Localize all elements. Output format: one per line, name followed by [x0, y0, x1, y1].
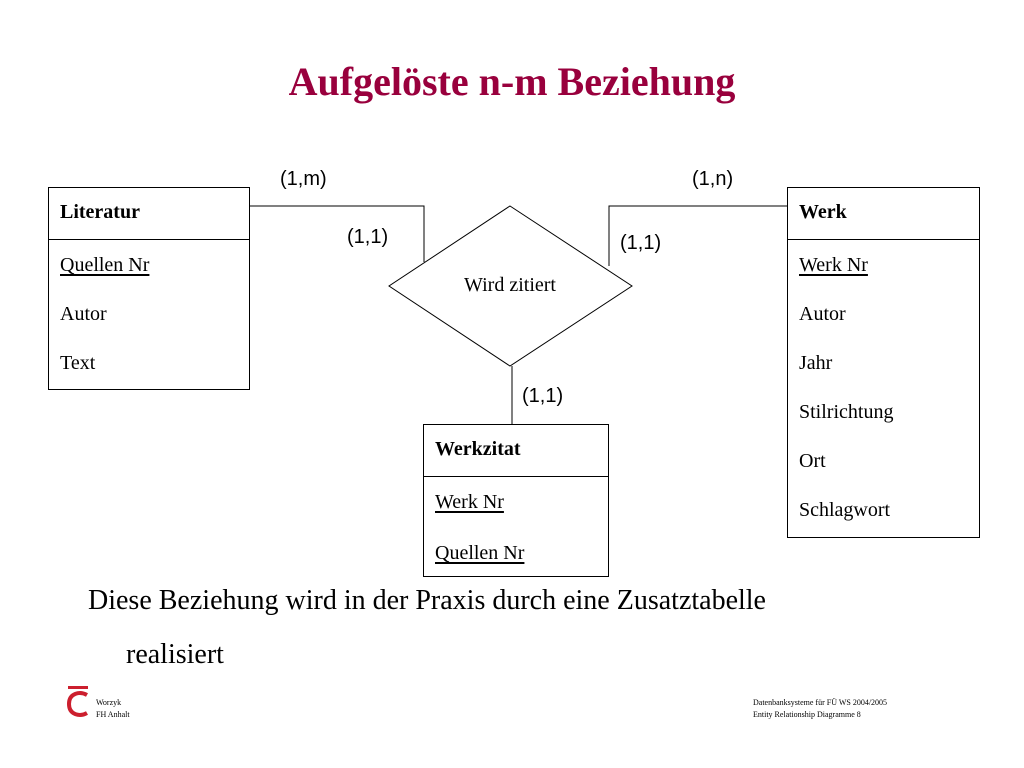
fh-anhalt-logo-icon: [66, 686, 88, 717]
body-line-1: Diese Beziehung wird in der Praxis durch…: [88, 585, 766, 616]
connector-literatur-relationship: [249, 205, 425, 262]
attribute-schlagwort: Schlagwort: [799, 499, 891, 521]
attribute-werk-nr: Werk Nr: [435, 491, 504, 513]
relationship-diamond: [388, 205, 633, 367]
attribute-jahr: Jahr: [799, 352, 833, 374]
entity-literatur: Literatur Quellen Nr Autor Text: [48, 187, 250, 390]
entity-werk-name: Werk: [788, 188, 979, 240]
footer-institution: FH Anhalt: [96, 710, 130, 719]
attribute-autor: Autor: [60, 303, 107, 325]
attribute-ort: Ort: [799, 450, 826, 472]
body-line-2: realisiert: [126, 639, 224, 670]
attribute-stilrichtung: Stilrichtung: [799, 401, 894, 423]
cardinality-werkzitat: (1,1): [522, 385, 564, 407]
footer-course: Datenbanksysteme für FÜ WS 2004/2005: [753, 698, 888, 707]
attribute-werk-nr: Werk Nr: [799, 254, 868, 276]
entity-werk: Werk Werk Nr Autor Jahr Stilrichtung Ort…: [787, 187, 980, 538]
attribute-quellen-nr: Quellen Nr: [60, 254, 150, 276]
entity-werkzitat: Werkzitat Werk Nr Quellen Nr: [423, 424, 609, 577]
attribute-quellen-nr: Quellen Nr: [435, 542, 525, 564]
slide-title: Aufgelöste n-m Beziehung: [288, 59, 736, 104]
footer-slide-ref: Entity Relationship Diagramme 8: [753, 710, 861, 719]
cardinality-literatur-inner: (1,1): [347, 226, 389, 248]
body-text: Diese Beziehung wird in der Praxis durch…: [88, 574, 948, 682]
entity-werkzitat-name: Werkzitat: [424, 425, 608, 477]
footer-author: Worzyk: [96, 698, 122, 707]
cardinality-literatur-outer: (1,m): [280, 168, 327, 190]
cardinality-werk-outer: (1,n): [692, 168, 734, 190]
footer-right: Datenbanksysteme für FÜ WS 2004/2005 Ent…: [753, 697, 887, 721]
cardinality-werk-inner: (1,1): [620, 232, 662, 254]
connector-werk-relationship: [608, 205, 787, 266]
relationship-label: Wird zitiert: [464, 274, 556, 296]
attribute-autor: Autor: [799, 303, 846, 325]
entity-literatur-name: Literatur: [49, 188, 249, 240]
footer-left: Worzyk FH Anhalt: [96, 697, 130, 721]
attribute-text: Text: [60, 352, 96, 374]
